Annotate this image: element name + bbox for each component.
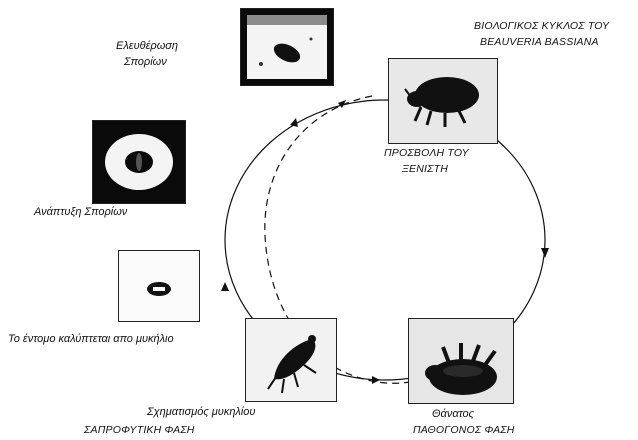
label-saprophytic-phase: ΣΑΠΡΟΦΥΤΙΚΗ ΦΑΣΗ [84,424,195,437]
diagram-title-line2: BEAUVERIA BASSIANA [480,36,599,49]
arrow-head-top-left [290,118,298,127]
label-insect-covered: Το έντομο καλύπτεται απο μυκήλιο [8,333,174,346]
label-host-attack-line1: ΠΡΟΣΒΟΛΗ ΤΟΥ [384,147,469,160]
label-pathogenic-phase: ΠΑΘΟΓΟΝΟΣ ΦΑΣΗ [413,424,515,437]
label-spore-release-line1: Ελευθέρωση [116,40,178,53]
label-host-attack-line2: ΞΕΝΙΣΤΗ [402,163,448,176]
arrow-head-right [541,248,549,258]
photo-insect-covered [118,250,200,322]
photo-host-attack [388,58,498,144]
label-spore-release-line2: Σπορίων [124,56,167,69]
label-death: Θάνατος [432,408,474,421]
label-mycelium-formation: Σχηματισμός μυκηλίου [147,406,255,419]
label-spore-development: Ανάπτυξη Σπορίων [34,206,127,219]
photo-spore-release [240,8,334,86]
dashed-arrow-head-bottom [372,376,380,384]
arrow-head-left [221,282,229,291]
photo-death [408,318,514,404]
photo-spore-development [92,120,186,204]
photo-mycelium-formation [245,318,337,402]
diagram-title-line1: ΒΙΟΛΟΓΙΚΟΣ ΚΥΚΛΟΣ ΤΟΥ [474,20,609,33]
